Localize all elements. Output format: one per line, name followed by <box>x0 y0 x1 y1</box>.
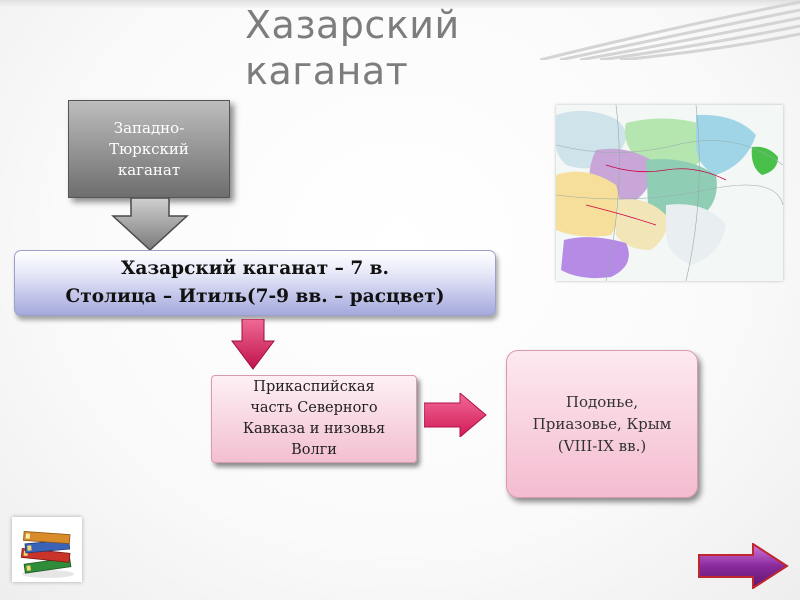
arrow-right-pink-icon <box>424 393 487 437</box>
origin-box-western-turkic: Западно- Тюркский каганат <box>68 100 230 198</box>
arrow-down-pink-icon <box>231 319 275 370</box>
decorative-stripes <box>539 0 800 60</box>
main-box-line1: Хазарский каганат – 7 в. <box>121 258 389 279</box>
origin-line: каганат <box>117 160 181 179</box>
expansion-line: (VIII-IX вв.) <box>557 437 647 455</box>
origin-line: Западно- <box>113 118 185 137</box>
top-bar <box>0 0 800 8</box>
main-box-khazar-khaganate: Хазарский каганат – 7 в. Столица – Итиль… <box>14 250 496 316</box>
next-arrow-icon[interactable] <box>697 543 789 589</box>
expansion-line: Подонье, <box>565 393 639 411</box>
main-box-line2: Столица – Итиль(7-9 вв. – расцвет) <box>65 286 445 307</box>
arrow-down-gray-icon <box>111 198 189 252</box>
territory-line: часть Северного <box>250 400 378 416</box>
territory-line: Кавказа и низовья <box>242 421 386 437</box>
books-icon <box>12 517 82 582</box>
slide-title: Хазарский каганат <box>245 3 460 93</box>
origin-line: Тюркский <box>109 139 189 158</box>
territory-line: Прикаспийская <box>253 379 375 395</box>
expansion-box-don-azov-crimea: Подонье, Приазовье, Крым (VIII-IX вв.) <box>506 350 698 498</box>
territory-box-caspian: Прикаспийская часть Северного Кавказа и … <box>211 375 417 463</box>
expansion-line: Приазовье, Крым <box>532 415 672 433</box>
territory-line: Волги <box>291 442 337 458</box>
map-image-icon <box>556 105 783 281</box>
